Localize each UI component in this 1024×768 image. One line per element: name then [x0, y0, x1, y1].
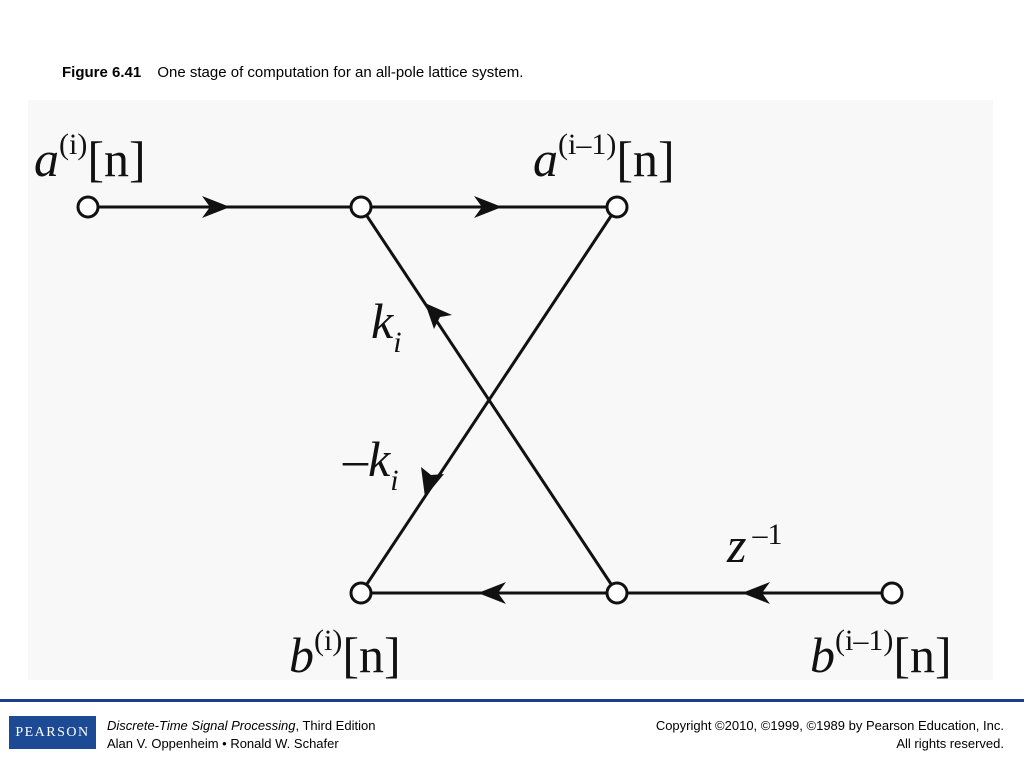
- figure-label: Figure 6.41: [62, 64, 142, 81]
- node-top-mid: [349, 195, 373, 219]
- pearson-logo: PEARSON: [9, 716, 96, 749]
- label-a-i-minus-1-n: a(i–1)[n]: [533, 128, 675, 187]
- arrow-a-forward: [474, 196, 502, 218]
- arrow-b-backward: [478, 582, 506, 604]
- logo-text: PEARSON: [15, 724, 90, 740]
- rights-text: All rights reserved.: [896, 736, 1004, 751]
- arrow-b-delay: [742, 582, 770, 604]
- label-b-i-n: b(i)[n]: [289, 624, 401, 683]
- label-b-i-minus-1-n: b(i–1)[n]: [810, 624, 952, 683]
- node-a-out: [605, 195, 629, 219]
- arrow-a-input: [202, 196, 230, 218]
- node-b-out: [349, 581, 373, 605]
- caption-text: One stage of computation for an all-pole…: [157, 64, 524, 81]
- arrow-ki: [425, 303, 452, 329]
- diagram-panel: [28, 100, 993, 680]
- arrow-neg-ki: [421, 467, 444, 497]
- node-a-in: [76, 195, 100, 219]
- arrowheads: [202, 196, 770, 604]
- label-a-i-n: a(i)[n]: [34, 128, 146, 187]
- node-bottom-mid: [605, 581, 629, 605]
- figure-caption: Figure 6.41 One stage of computation for…: [62, 64, 523, 81]
- lattice-diagram: [76, 195, 904, 605]
- footer-copyright: Copyright ©2010, ©1999, ©1989 by Pearson…: [656, 717, 1004, 753]
- book-edition: , Third Edition: [295, 718, 376, 733]
- copyright-text: Copyright ©2010, ©1999, ©1989 by Pearson…: [655, 718, 1004, 733]
- footer-book-info: Discrete-Time Signal Processing, Third E…: [107, 717, 375, 753]
- footer-divider: [0, 699, 1024, 702]
- edge-neg-ki-cross: [359, 206, 619, 594]
- book-authors: Alan V. Oppenheim • Ronald W. Schafer: [107, 736, 339, 751]
- node-b-in: [880, 581, 904, 605]
- book-title: Discrete-Time Signal Processing: [107, 718, 296, 733]
- label-neg-k-i: –ki: [343, 431, 399, 497]
- label-k-i: ki: [371, 293, 402, 359]
- label-z-inverse: z–1: [727, 517, 783, 573]
- nodes: [76, 195, 904, 605]
